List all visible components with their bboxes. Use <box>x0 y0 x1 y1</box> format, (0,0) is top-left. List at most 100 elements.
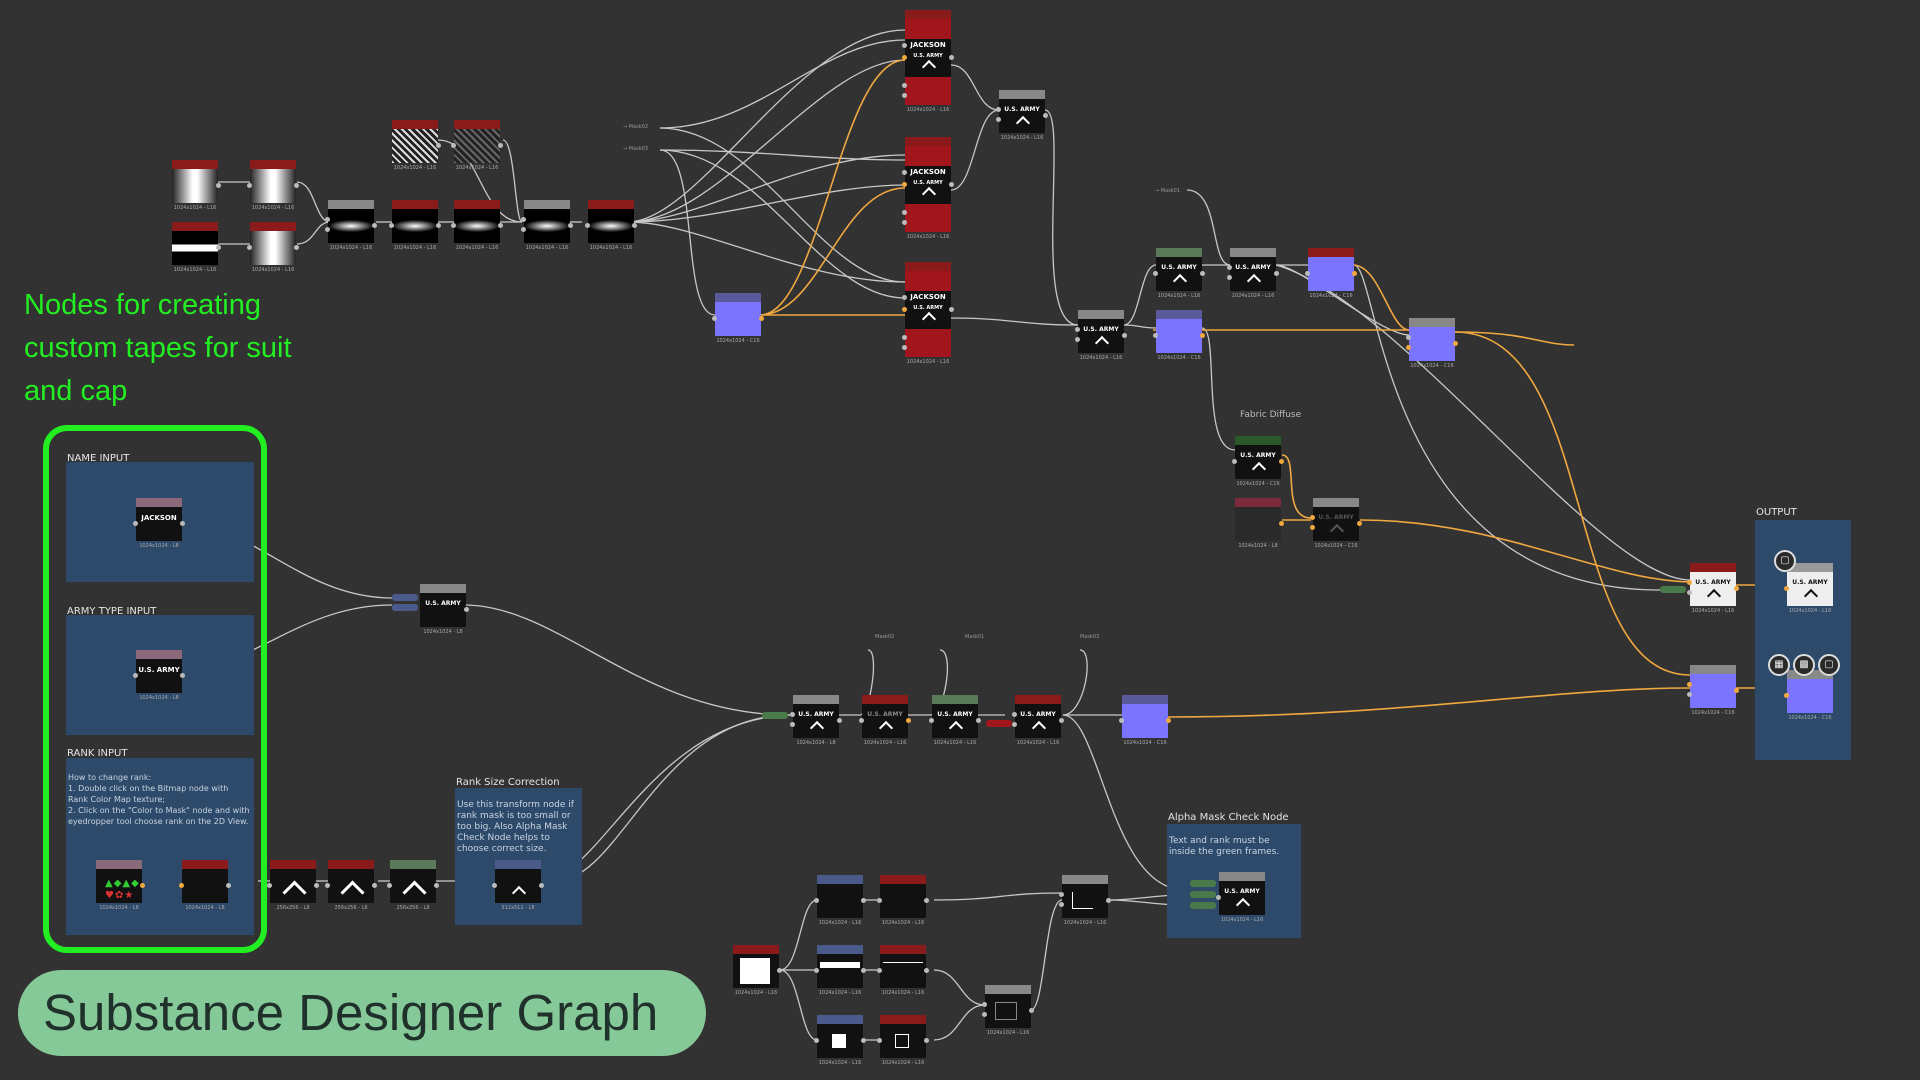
node-blur-2[interactable]: 1024x1024 - L16 <box>451 120 503 171</box>
node-blend-1[interactable]: 1024x1024 - L16 <box>325 200 377 251</box>
small-input-4[interactable] <box>986 720 1012 727</box>
small-input-2[interactable] <box>392 604 418 611</box>
node-transform-2[interactable]: 1024x1024 - L16 <box>814 945 866 996</box>
node-blur-1[interactable]: 1024x1024 - L16 <box>247 222 299 273</box>
node-polygon[interactable]: 1024x1024 - L16 <box>733 945 782 996</box>
node-text: U.S. ARMY <box>913 305 943 311</box>
checker-icon[interactable]: ▩ <box>1793 654 1815 676</box>
node-tile-sampler-3[interactable]: JACKSON U.S. ARMY 1024x1024 - L16 <box>902 262 954 365</box>
node-footer: 1024x1024 - L16 <box>1016 740 1060 746</box>
node-gradient[interactable]: 1024x1024 - L16 <box>172 160 221 211</box>
node-color-to-mask[interactable]: 1024x1024 - L8 <box>179 860 231 911</box>
node-normal-blend[interactable]: 1024x1024 - C16 <box>1305 248 1357 299</box>
node-normal-mid[interactable]: 1024x1024 - C16 <box>1119 695 1171 746</box>
node-footer: 1024x1024 - L16 <box>1063 920 1107 926</box>
cube-icon[interactable]: ▢ <box>1818 654 1840 676</box>
node-transform-rank[interactable]: 512x512 - L8 <box>492 860 544 911</box>
node-output-blend[interactable]: 1024x1024 - C16 <box>1687 665 1739 716</box>
dot-mask03b[interactable]: Mask03 <box>1080 634 1100 640</box>
small-input-1[interactable] <box>392 594 418 601</box>
small-input-7[interactable] <box>1190 902 1216 909</box>
small-input-node[interactable] <box>1660 586 1686 593</box>
node-bitmap[interactable]: ▲◆▲◆♥✿★1024x1024 - L8 <box>96 860 145 911</box>
node-footer: 1024x1024 - L16 <box>818 990 862 996</box>
node-footer: 1024x1024 - L16 <box>1691 608 1735 614</box>
annotation-line-1: Nodes for creating <box>24 289 261 321</box>
node-levels-rank[interactable]: 256x256 - L8 <box>387 860 439 911</box>
node-footer: 1024x1024 - L16 <box>251 267 295 273</box>
node-blur-rank[interactable]: 256x256 - L8 <box>325 860 377 911</box>
dot-mask01[interactable]: → Mask01 <box>1155 188 1181 194</box>
node-footer: 1024x1024 - L16 <box>906 359 950 365</box>
cube-icon[interactable]: ▢ <box>1774 550 1796 572</box>
node-levels-1[interactable]: 1024x1024 - L16 <box>389 200 441 251</box>
node-text: U.S. ARMY <box>1161 264 1197 271</box>
node-footer: 1024x1024 - L16 <box>455 165 499 171</box>
node-crop[interactable]: 256x256 - L8 <box>267 860 319 911</box>
node-footer: 1024x1024 - L16 <box>455 245 499 251</box>
node-text: JACKSON <box>910 41 946 49</box>
node-uniform-color[interactable]: 1024x1024 - L8 <box>1235 498 1284 549</box>
node-blend-2[interactable]: 1024x1024 - L16 <box>521 200 573 251</box>
frame-title-alpha-check: Alpha Mask Check Node <box>1168 812 1289 823</box>
frame-title-name-input: NAME INPUT <box>67 453 130 464</box>
small-input-6[interactable] <box>1190 891 1216 898</box>
small-input-3[interactable] <box>762 712 788 719</box>
node-footer: 1024x1024 - L16 <box>329 245 373 251</box>
dot-mask03[interactable]: → Mask03 <box>623 146 649 152</box>
dot-mask01b[interactable]: Mask01 <box>965 634 985 640</box>
node-blue-mid[interactable]: 1024x1024 - C16 <box>1153 310 1205 361</box>
node-levels-2[interactable]: 1024x1024 - L16 <box>585 200 637 251</box>
node-output-diffuse[interactable]: 1024x1024 - C16 <box>1784 670 1833 721</box>
node-histogram-2[interactable]: 1024x1024 - L16 <box>451 200 503 251</box>
node-edge-detect-2[interactable]: 1024x1024 - L16 <box>877 945 929 996</box>
node-blend-frames[interactable]: 1024x1024 - L16 <box>1059 875 1111 926</box>
node-footer: 1024x1024 - C16 <box>1236 481 1280 487</box>
node-transform-1[interactable]: 1024x1024 - L16 <box>814 875 866 926</box>
node-shape[interactable]: 1024x1024 - L16 <box>172 222 221 273</box>
rank-size-description: Use this transform node if rank mask is … <box>457 800 574 854</box>
dot-mask02b[interactable]: Mask02 <box>875 634 895 640</box>
document-icon[interactable]: ▦ <box>1768 654 1790 676</box>
node-footer: 1024x1024 - C16 <box>1123 740 1167 746</box>
frame-rank-input[interactable] <box>66 758 254 935</box>
node-edge-detect-1[interactable]: 1024x1024 - L16 <box>877 875 929 926</box>
node-footer: 1024x1024 - L16 <box>393 165 437 171</box>
node-footer: 1024x1024 - L8 <box>139 543 179 549</box>
node-text: U.S. ARMY <box>138 666 180 674</box>
node-edge-detect-3[interactable]: 1024x1024 - L16 <box>877 1015 929 1066</box>
node-text: JACKSON <box>910 293 946 301</box>
node-histogram[interactable]: 1024x1024 - L16 <box>247 160 299 211</box>
node-stripes[interactable]: 1024x1024 - L16 <box>392 120 441 171</box>
frame-output[interactable] <box>1755 520 1851 760</box>
small-input-5[interactable] <box>1190 880 1216 887</box>
node-transform-3[interactable]: 1024x1024 - L16 <box>814 1015 866 1066</box>
node-blue-uniform[interactable]: 1024x1024 - C16 <box>712 293 764 344</box>
node-footer: 1024x1024 - C16 <box>716 338 760 344</box>
node-footer: 1024x1024 - L16 <box>251 205 295 211</box>
node-footer: 1024x1024 - L16 <box>525 245 569 251</box>
node-text: U.S. ARMY <box>1318 514 1354 521</box>
node-blend-edges[interactable]: 1024x1024 - L16 <box>982 985 1034 1036</box>
dot-mask02[interactable]: → Mask02 <box>623 124 649 130</box>
node-blue-right[interactable]: 1024x1024 - C16 <box>1406 318 1458 369</box>
